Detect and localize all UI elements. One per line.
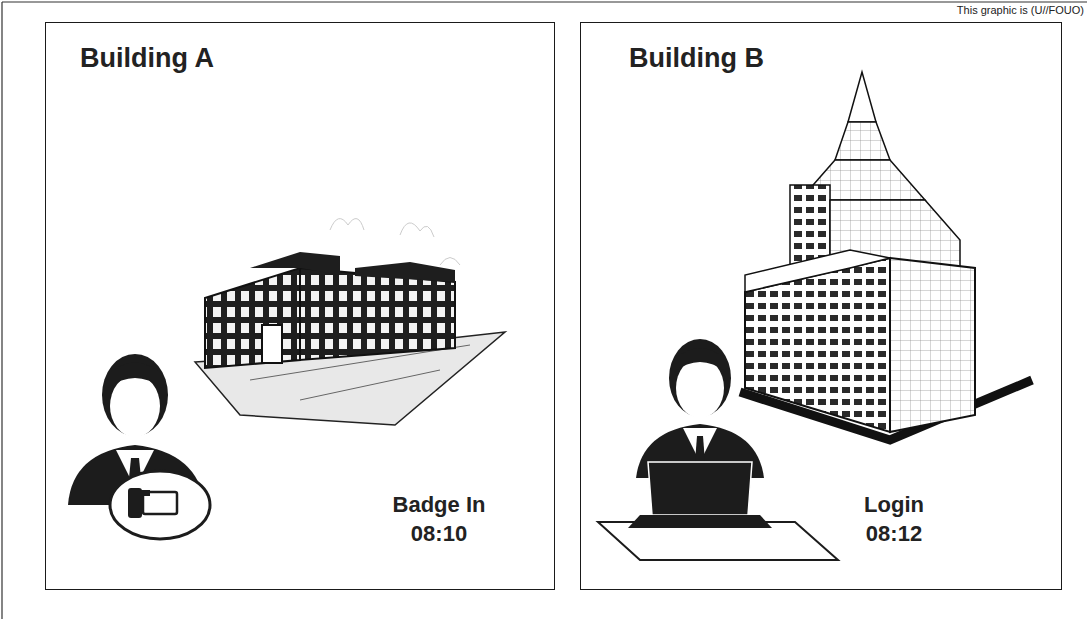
event-time: Login 08:12 xyxy=(839,491,949,548)
event-time: Badge In 08:10 xyxy=(384,491,494,548)
building-panel: Building B Login 08:12 xyxy=(580,22,1062,590)
classification-marking: This graphic is (U//FOUO) xyxy=(957,4,1084,16)
person-laptop-icon xyxy=(598,339,838,560)
building-b-illustration xyxy=(740,72,1032,440)
building-a-illustration xyxy=(195,219,505,425)
person-badge-icon xyxy=(68,354,210,539)
building-panel: Building A Badge In 08:10 xyxy=(45,22,555,590)
panel-title: Building A xyxy=(80,43,214,74)
panel-title: Building B xyxy=(629,43,764,74)
